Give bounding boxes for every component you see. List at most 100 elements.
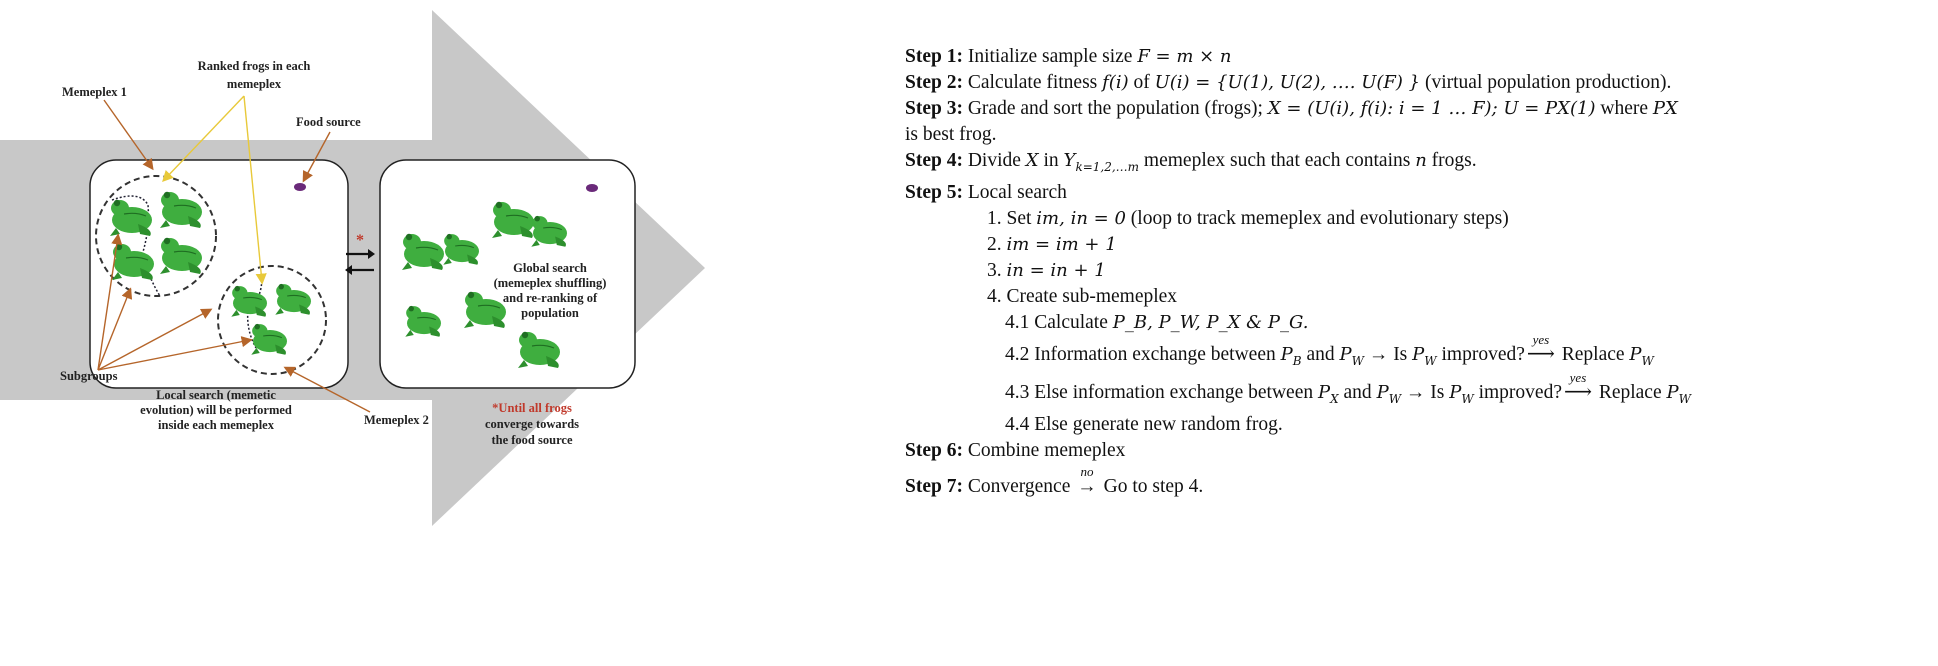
until-label-2: converge towards bbox=[485, 417, 579, 431]
step-5-3: 3. in = in + 1 bbox=[905, 258, 1935, 284]
step-math-subscript: W bbox=[1641, 353, 1654, 368]
step-math: PX bbox=[1652, 98, 1678, 119]
step-text: improved? bbox=[1436, 343, 1525, 365]
food-source-icon bbox=[586, 184, 598, 192]
step-math-subscript: W bbox=[1678, 391, 1691, 406]
step-math: P bbox=[1412, 343, 1425, 365]
arrow-condition: no bbox=[1080, 463, 1094, 479]
step-math: P bbox=[1280, 343, 1293, 365]
step-text: and bbox=[1301, 343, 1340, 365]
step-text: Calculate fitness bbox=[967, 72, 1103, 93]
step-5-4-1: 4.1 Calculate P_B, P_W, P_X & P_G. bbox=[905, 310, 1935, 336]
memeplex1-label: Memeplex 1 bbox=[62, 85, 127, 99]
step-text: and bbox=[1338, 381, 1377, 403]
ranked-leader bbox=[243, 95, 267, 285]
global-search-label-2: (memeplex shuffling) bbox=[494, 276, 607, 290]
step-label: Step 7: bbox=[905, 475, 963, 497]
step-2: Step 2: Calculate fitness f(i) of U(i) =… bbox=[905, 70, 1935, 96]
step-math: P_B, P_W, P_X & P_G. bbox=[1112, 311, 1309, 333]
step-text: 1. Set bbox=[987, 207, 1037, 229]
step-text: Go to step 4. bbox=[1098, 475, 1204, 497]
memeplex1-circle bbox=[95, 175, 217, 297]
ranked-label-line1: Ranked frogs in each bbox=[198, 59, 311, 73]
step-math-subscript: W bbox=[1351, 353, 1364, 368]
memeplex2-circle bbox=[217, 265, 327, 375]
step-math: Y bbox=[1063, 150, 1076, 171]
global-panel bbox=[379, 159, 636, 389]
step-math: P bbox=[1666, 381, 1679, 403]
step-math-subscript: X bbox=[1330, 391, 1339, 406]
step-math: im, in = 0 bbox=[1036, 207, 1126, 229]
step-math-subscript: W bbox=[1388, 391, 1402, 406]
step-math: in = in + 1 bbox=[1006, 259, 1106, 281]
step-text: Convergence bbox=[967, 475, 1076, 497]
step-6: Step 6: Combine memeplex bbox=[905, 438, 1935, 464]
step-math: f(i) bbox=[1102, 72, 1129, 93]
step-5-2: 2. im = im + 1 bbox=[905, 232, 1935, 258]
step-text: where bbox=[1595, 98, 1653, 119]
memeplex1-leader bbox=[103, 99, 154, 171]
step-label: Step 5: bbox=[905, 181, 963, 203]
until-label-3: the food source bbox=[491, 433, 572, 447]
step-math: P bbox=[1629, 343, 1642, 365]
step-text: Grade and sort the population (frogs); bbox=[967, 98, 1268, 119]
step-text: (loop to track memeplex and evolutionary… bbox=[1125, 207, 1509, 229]
step-5-4: 4. Create sub-memeplex bbox=[905, 284, 1935, 310]
step-math: im = im + 1 bbox=[1006, 233, 1117, 255]
memeplex2-label: Memeplex 2 bbox=[364, 413, 429, 427]
step-text: Combine memeplex bbox=[967, 439, 1126, 461]
conditional-arrow: yes⟶ bbox=[1525, 332, 1557, 368]
step-text: → Is bbox=[1363, 343, 1413, 365]
step-math-subscript: W bbox=[1461, 391, 1474, 406]
global-search-label-1: Global search bbox=[513, 261, 587, 275]
step-3-continued: is best frog. bbox=[905, 122, 1935, 148]
step-text: improved? bbox=[1473, 381, 1562, 403]
step-math-subscript: B bbox=[1292, 353, 1302, 368]
step-math: X = (U(i), f(i): i = 1 … F); U = PX(1) bbox=[1267, 98, 1596, 119]
process-arrow bbox=[0, 10, 705, 526]
step-text: of bbox=[1128, 72, 1155, 93]
step-text: 2. bbox=[987, 233, 1007, 255]
step-text: Initialize sample size bbox=[967, 46, 1138, 67]
step-text: 4.1 Calculate bbox=[1005, 311, 1113, 333]
step-text: is best frog. bbox=[905, 124, 997, 145]
memeplex2-leader bbox=[283, 366, 371, 413]
global-search-label-4: population bbox=[521, 306, 579, 320]
step-math: P bbox=[1339, 343, 1352, 365]
ranked-leader bbox=[162, 95, 245, 183]
algorithm-steps: Step 1: Initialize sample size F = m × n… bbox=[905, 44, 1935, 500]
step-text: memeplex such that each contains bbox=[1139, 150, 1416, 171]
step-text: Replace bbox=[1556, 343, 1630, 365]
step-math: n bbox=[1415, 150, 1427, 171]
food-source-icon bbox=[294, 183, 306, 191]
step-text: Local search bbox=[967, 181, 1067, 203]
step-label: Step 4: bbox=[905, 150, 963, 171]
step-3: Step 3: Grade and sort the population (f… bbox=[905, 96, 1935, 122]
step-text: 3. bbox=[987, 259, 1007, 281]
asterisk-label: * bbox=[356, 232, 364, 249]
step-7: Step 7: Convergence no→ Go to step 4. bbox=[905, 464, 1935, 500]
conditional-arrow: yes⟶ bbox=[1562, 370, 1594, 406]
step-text: 4. Create sub-memeplex bbox=[987, 285, 1178, 307]
step-text: Replace bbox=[1593, 381, 1667, 403]
step-math: P bbox=[1317, 381, 1331, 403]
step-math: P bbox=[1449, 381, 1462, 403]
step-math: F = m × n bbox=[1137, 46, 1232, 67]
step-1: Step 1: Initialize sample size F = m × n bbox=[905, 44, 1935, 70]
step-5-4-4: 4.4 Else generate new random frog. bbox=[905, 412, 1935, 438]
step-text: (virtual population production). bbox=[1420, 72, 1672, 93]
step-math-subscript: k=1,2,…m bbox=[1075, 159, 1140, 174]
step-text: in bbox=[1038, 150, 1064, 171]
subgroup-leader bbox=[97, 287, 133, 371]
step-5-4-2: 4.2 Information exchange between PB and … bbox=[905, 332, 1935, 374]
exchange-arrows bbox=[345, 249, 375, 275]
step-math: U(i) = {U(1), U(2), …. U(F) } bbox=[1154, 72, 1421, 93]
step-label: Step 3: bbox=[905, 98, 963, 119]
memeplex-panel bbox=[89, 159, 349, 389]
step-label: Step 2: bbox=[905, 72, 963, 93]
step-text: frogs. bbox=[1426, 150, 1477, 171]
local-search-label-3: inside each memeplex bbox=[158, 418, 275, 432]
step-text: 4.3 Else information exchange between bbox=[1005, 381, 1318, 403]
until-label-1: *Until all frogs bbox=[492, 401, 572, 415]
subgroup-leader bbox=[97, 233, 123, 371]
